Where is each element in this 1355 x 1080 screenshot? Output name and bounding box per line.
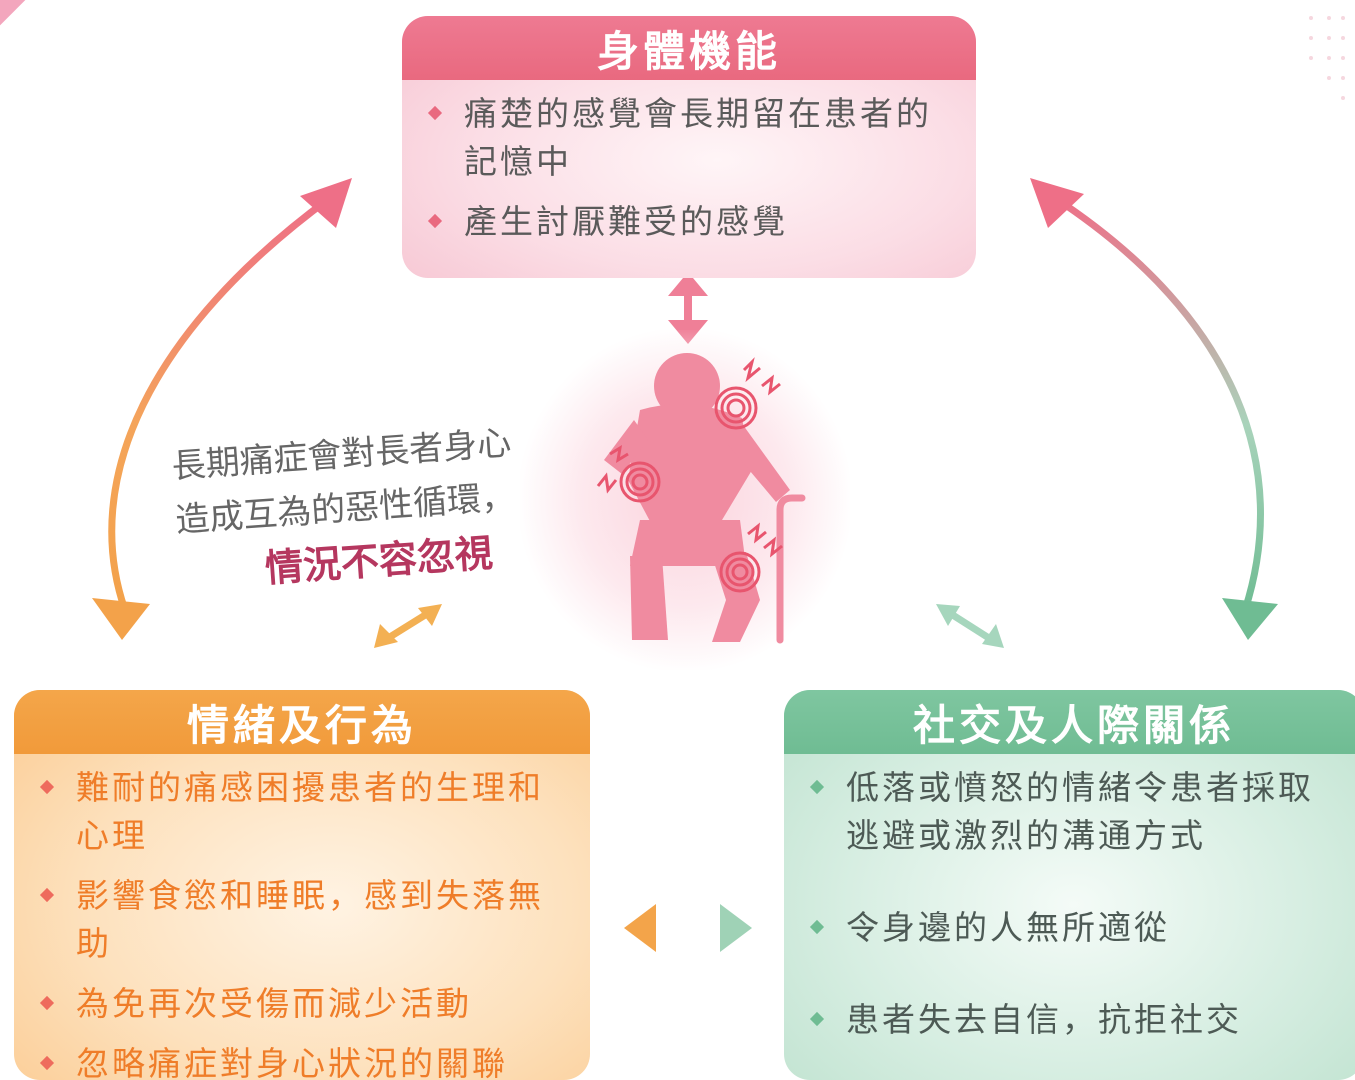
diamond-bullet-icon [809, 919, 825, 935]
diamond-bullet-icon [427, 213, 443, 229]
emotion-behavior-box: 情緒及行為 難耐的痛感困擾患者的生理和心理 影響食慾和睡眠，感到失落無助 為免再… [14, 690, 590, 1080]
physical-function-box: 身體機能 痛楚的感覺會長期留在患者的記憶中 產生討厭難受的感覺 [402, 16, 976, 278]
list-item: 痛楚的感覺會長期留在患者的記憶中 [424, 90, 954, 186]
vicious-cycle-note: 長期痛症會對長者身心 造成互為的惡性循環， 情況不容忽視 [170, 412, 580, 602]
emotion-figure-double-arrow [374, 604, 442, 648]
right-cycle-arrow [1030, 178, 1278, 640]
list-item: 低落或憤怒的情緒令患者採取逃避或激烈的溝通方式 [806, 764, 1342, 860]
list-item: 為免再次受傷而減少活動 [36, 980, 568, 1028]
diamond-bullet-icon [39, 887, 55, 903]
pain-spot-icon [596, 357, 783, 593]
social-relationship-title: 社交及人際關係 [784, 690, 1355, 754]
diamond-bullet-icon [39, 1055, 55, 1071]
list-item: 產生討厭難受的感覺 [424, 198, 954, 246]
physical-function-list: 痛楚的感覺會長期留在患者的記憶中 產生討厭難受的感覺 [424, 90, 954, 246]
diamond-bullet-icon [809, 779, 825, 795]
social-relationship-box: 社交及人際關係 低落或憤怒的情緒令患者採取逃避或激烈的溝通方式 令身邊的人無所適… [784, 690, 1355, 1080]
diamond-bullet-icon [39, 779, 55, 795]
diamond-bullet-icon [427, 105, 443, 121]
social-figure-double-arrow [936, 604, 1004, 648]
list-item: 忽略痛症對身心狀況的關聯 [36, 1040, 568, 1080]
emotion-social-double-arrow [624, 904, 752, 952]
list-item: 難耐的痛感困擾患者的生理和心理 [36, 764, 568, 860]
dot-pattern-decoration [1307, 14, 1347, 104]
list-item: 患者失去自信，抗拒社交 [806, 996, 1342, 1044]
physical-function-title: 身體機能 [402, 16, 976, 80]
list-item: 影響食慾和睡眠，感到失落無助 [36, 872, 568, 968]
left-cycle-arrow [92, 178, 352, 640]
diamond-bullet-icon [39, 995, 55, 1011]
emotion-behavior-list: 難耐的痛感困擾患者的生理和心理 影響食慾和睡眠，感到失落無助 為免再次受傷而減少… [36, 764, 568, 1080]
diamond-bullet-icon [809, 1011, 825, 1027]
emotion-behavior-title: 情緒及行為 [14, 690, 590, 754]
social-relationship-list: 低落或憤怒的情緒令患者採取逃避或激烈的溝通方式 令身邊的人無所適從 患者失去自信… [806, 764, 1342, 1044]
list-item: 令身邊的人無所適從 [806, 904, 1342, 952]
